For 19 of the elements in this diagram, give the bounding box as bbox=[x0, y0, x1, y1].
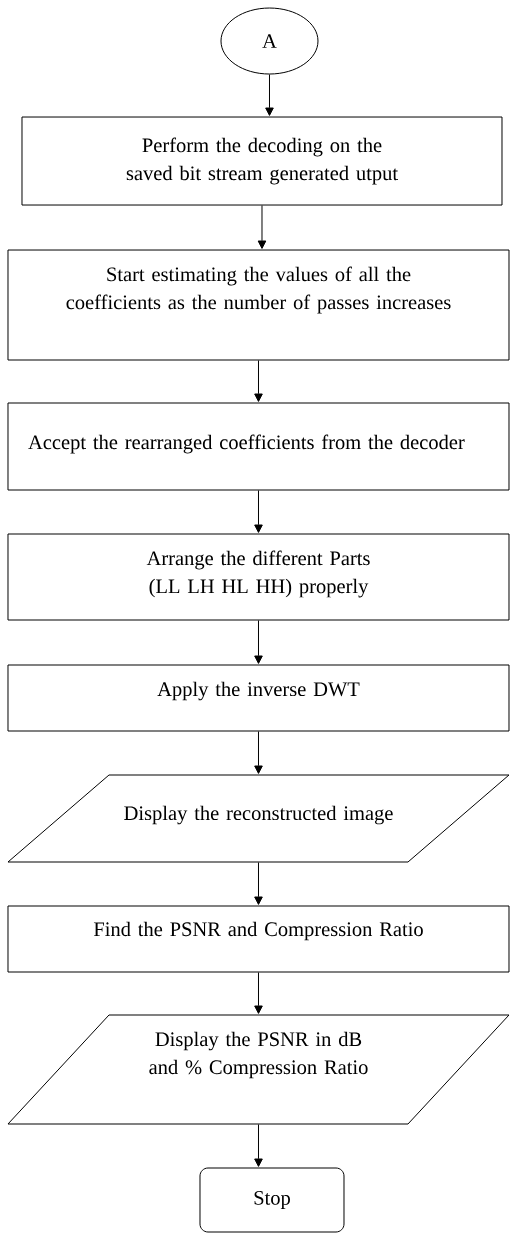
process-box: Perform the decoding on the saved bit stream generated utput bbox=[21, 116, 503, 206]
connector-oval: A bbox=[220, 7, 319, 75]
input-output-parallelogram: Display the reconstructed image bbox=[7, 774, 510, 863]
arrow bbox=[254, 360, 263, 402]
arrow bbox=[265, 74, 274, 116]
arrow bbox=[254, 731, 263, 774]
process-box: Start estimating the values of all the coefficients as the number of passes increases bbox=[7, 249, 510, 361]
process-box: Apply the inverse DWT bbox=[7, 664, 510, 732]
input-output-parallelogram: Display the PSNR in dB and % Compression Ratio bbox=[7, 1014, 510, 1125]
process-box: Find the PSNR and Compression Ratio bbox=[7, 905, 510, 973]
arrow bbox=[254, 620, 263, 664]
process-box: Accept the rearranged coefficients from the decoder bbox=[7, 402, 510, 491]
arrow bbox=[257, 205, 267, 249]
arrow bbox=[254, 862, 263, 905]
process-box: Arrange the different Parts (LL LH HL HH) properly bbox=[7, 533, 510, 621]
arrow bbox=[254, 490, 263, 533]
terminal-box: Stop bbox=[199, 1167, 345, 1233]
arrow bbox=[254, 972, 263, 1014]
arrow bbox=[254, 1124, 263, 1167]
